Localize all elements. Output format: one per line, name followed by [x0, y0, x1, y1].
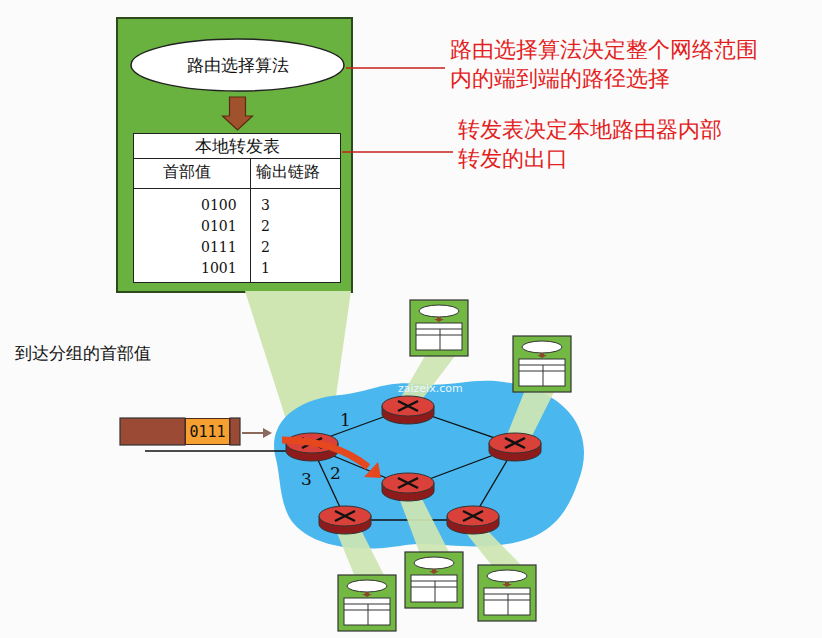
- table-rule: [134, 188, 340, 189]
- link-number: 3: [301, 469, 312, 489]
- forwarding-arrow: [282, 440, 368, 467]
- packet-body: [120, 418, 185, 445]
- mini-forwarding-tables: [338, 300, 571, 631]
- node-text: 路由选择算法: [187, 54, 289, 77]
- table-cell: 0101: [201, 218, 237, 235]
- leader-line: [346, 67, 445, 69]
- link-number: 1: [340, 410, 351, 430]
- table-cell: 1001: [201, 260, 237, 277]
- block-arrow: [223, 97, 253, 130]
- packet-tail: [230, 418, 240, 445]
- leader-line: [342, 151, 453, 153]
- forwarding-arrowhead: [364, 462, 381, 478]
- table-title: 本地转发表: [134, 134, 340, 159]
- table-cell: 2: [261, 239, 270, 256]
- packet-arrow: [242, 432, 264, 434]
- algorithm-ellipse: 路由选择算法: [130, 38, 345, 92]
- algorithm-panel: [117, 18, 352, 292]
- callout-text: 路由选择算法决定整个网络范围 内的端到端的路径选择: [450, 36, 765, 93]
- node-text: 0111: [189, 423, 225, 441]
- table-cell: 0100: [201, 197, 237, 214]
- packet-header: 0111: [185, 418, 230, 445]
- packet-caption: 到达分组的首部值: [15, 343, 151, 363]
- table-header: 首部值: [163, 162, 211, 181]
- table-cell: 1: [261, 260, 270, 277]
- watermark: zaizeix.com: [398, 382, 463, 395]
- packet-arrowhead: [263, 428, 272, 438]
- table-cell: 0111: [201, 239, 237, 256]
- forwarding-table: 本地转发表: [133, 133, 341, 283]
- table-header: 输出链路: [256, 162, 320, 181]
- table-cell: 2: [261, 218, 270, 235]
- link-number: 2: [330, 463, 341, 483]
- routers: [286, 396, 541, 534]
- table-cell: 3: [261, 197, 270, 214]
- ellipse-shape: [131, 39, 344, 91]
- callout-text: 转发表决定本地路由器内部 转发的出口: [458, 116, 729, 173]
- network-links: [145, 408, 515, 520]
- table-rule: [250, 159, 251, 282]
